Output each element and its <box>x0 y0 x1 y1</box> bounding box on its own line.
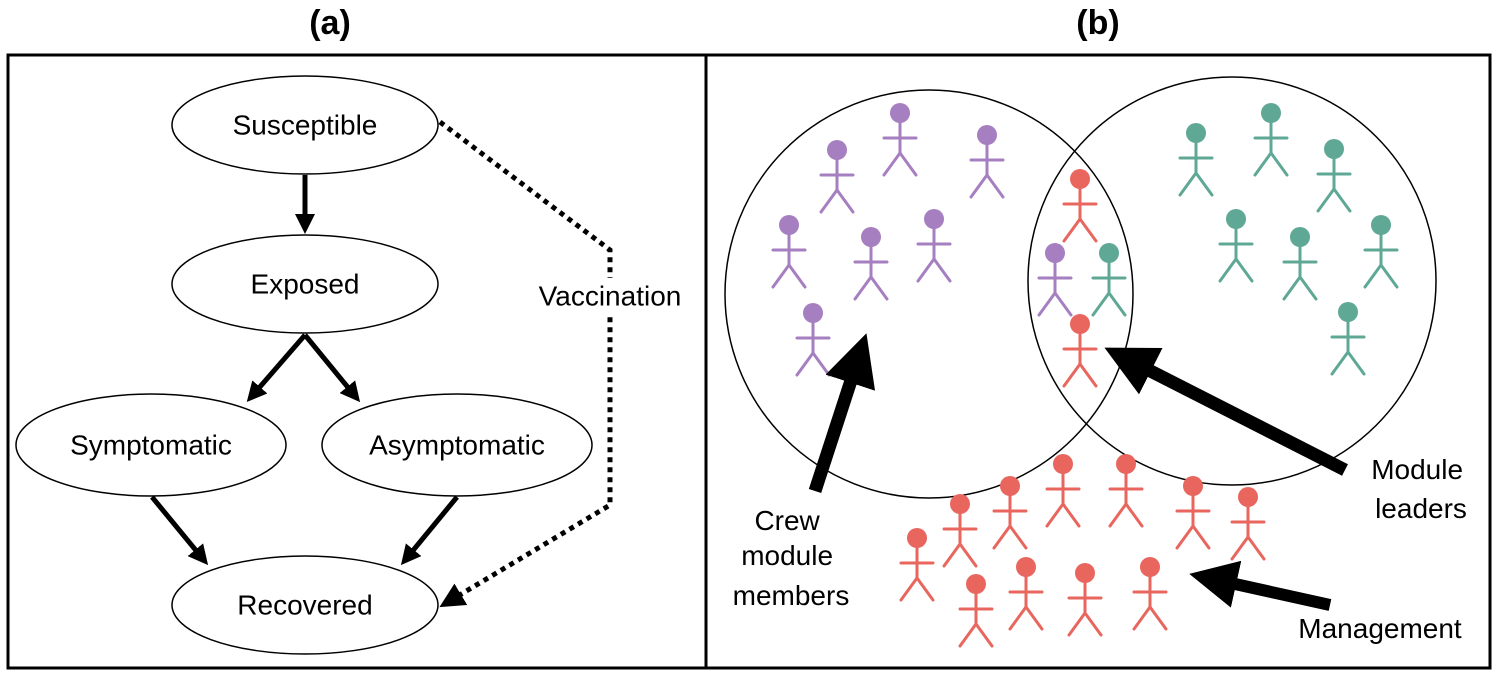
arrow-management <box>1189 560 1332 611</box>
management-figure <box>1045 454 1081 528</box>
node-symptomatic-label: Symptomatic <box>70 430 232 461</box>
node-asymptomatic-label: Asymptomatic <box>369 430 545 461</box>
crew-module-circle-right <box>1027 76 1437 486</box>
node-symptomatic <box>15 393 287 497</box>
management-figure <box>992 476 1028 550</box>
compartment-diagram: Susceptible Exposed Symptomatic Asymptom… <box>15 75 693 655</box>
node-asymptomatic <box>321 393 593 497</box>
management-figure <box>1108 454 1144 528</box>
crew-member-module-b-figure <box>1330 302 1366 376</box>
management-figure <box>1008 557 1044 631</box>
edge-vaccination <box>438 120 613 608</box>
edge-exposed-asymptomatic <box>303 333 361 403</box>
arrow-module-leaders <box>1104 347 1348 476</box>
crew-member-module-a-figure <box>969 125 1005 199</box>
edge-asymptomatic-recovered <box>400 495 459 566</box>
crew-member-module-b-figure <box>1218 209 1254 283</box>
vaccination-label: Vaccination <box>539 281 682 312</box>
crew-member-module-a-figure <box>853 227 889 301</box>
management-figure <box>958 574 994 648</box>
stick-figures <box>771 103 1399 648</box>
label-module-leaders: Module leaders <box>1371 454 1471 524</box>
crew-module-circle-left <box>724 89 1134 499</box>
node-recovered-label: Recovered <box>237 590 372 621</box>
arrow-crew-module-members <box>808 333 876 494</box>
management-figure <box>1175 476 1211 550</box>
management-figure <box>1062 314 1098 388</box>
management-figure <box>1230 487 1266 561</box>
panel-b-frame <box>704 53 1492 670</box>
edge-exposed-symptomatic <box>246 333 307 403</box>
management-figure <box>1067 563 1103 637</box>
crew-member-module-b-figure <box>1316 139 1352 213</box>
label-crew-line-3: members <box>733 580 850 611</box>
management-figure <box>942 494 978 568</box>
vaccination-label-bg <box>525 278 693 314</box>
management-figure <box>899 528 935 602</box>
crew-member-module-a-figure <box>771 215 807 289</box>
node-susceptible-label: Susceptible <box>233 110 378 141</box>
management-figure <box>1062 169 1098 243</box>
crew-member-module-b-figure <box>1363 215 1399 289</box>
edge-symptomatic-recovered <box>150 495 209 566</box>
label-management: Management <box>1298 613 1462 644</box>
node-exposed-label: Exposed <box>251 269 360 300</box>
node-susceptible <box>171 75 439 175</box>
crew-structure: Crew module members Module leaders Manag… <box>724 76 1471 648</box>
label-crew-module-members: Crew module members <box>733 505 850 611</box>
crew-member-module-a-figure <box>1037 243 1073 317</box>
panel-a-title: (a) <box>309 4 351 42</box>
label-leaders-line-1: Module <box>1371 454 1463 485</box>
label-crew-line-1: Crew <box>754 505 820 536</box>
crew-member-module-a-figure <box>916 209 952 283</box>
crew-member-module-b-figure <box>1253 103 1289 177</box>
crew-member-module-b-figure <box>1091 243 1127 317</box>
panel-b-title: (b) <box>1076 4 1119 42</box>
crew-member-module-b-figure <box>1178 123 1214 197</box>
crew-member-module-b-figure <box>1282 227 1318 301</box>
label-crew-line-2: module <box>741 540 833 571</box>
label-leaders-line-2: leaders <box>1375 493 1467 524</box>
crew-member-module-a-figure <box>882 103 918 177</box>
crew-member-module-a-figure <box>819 140 855 214</box>
node-recovered <box>171 555 439 655</box>
node-exposed <box>171 234 439 334</box>
management-figure <box>1132 557 1168 631</box>
crew-member-module-a-figure <box>795 303 831 377</box>
